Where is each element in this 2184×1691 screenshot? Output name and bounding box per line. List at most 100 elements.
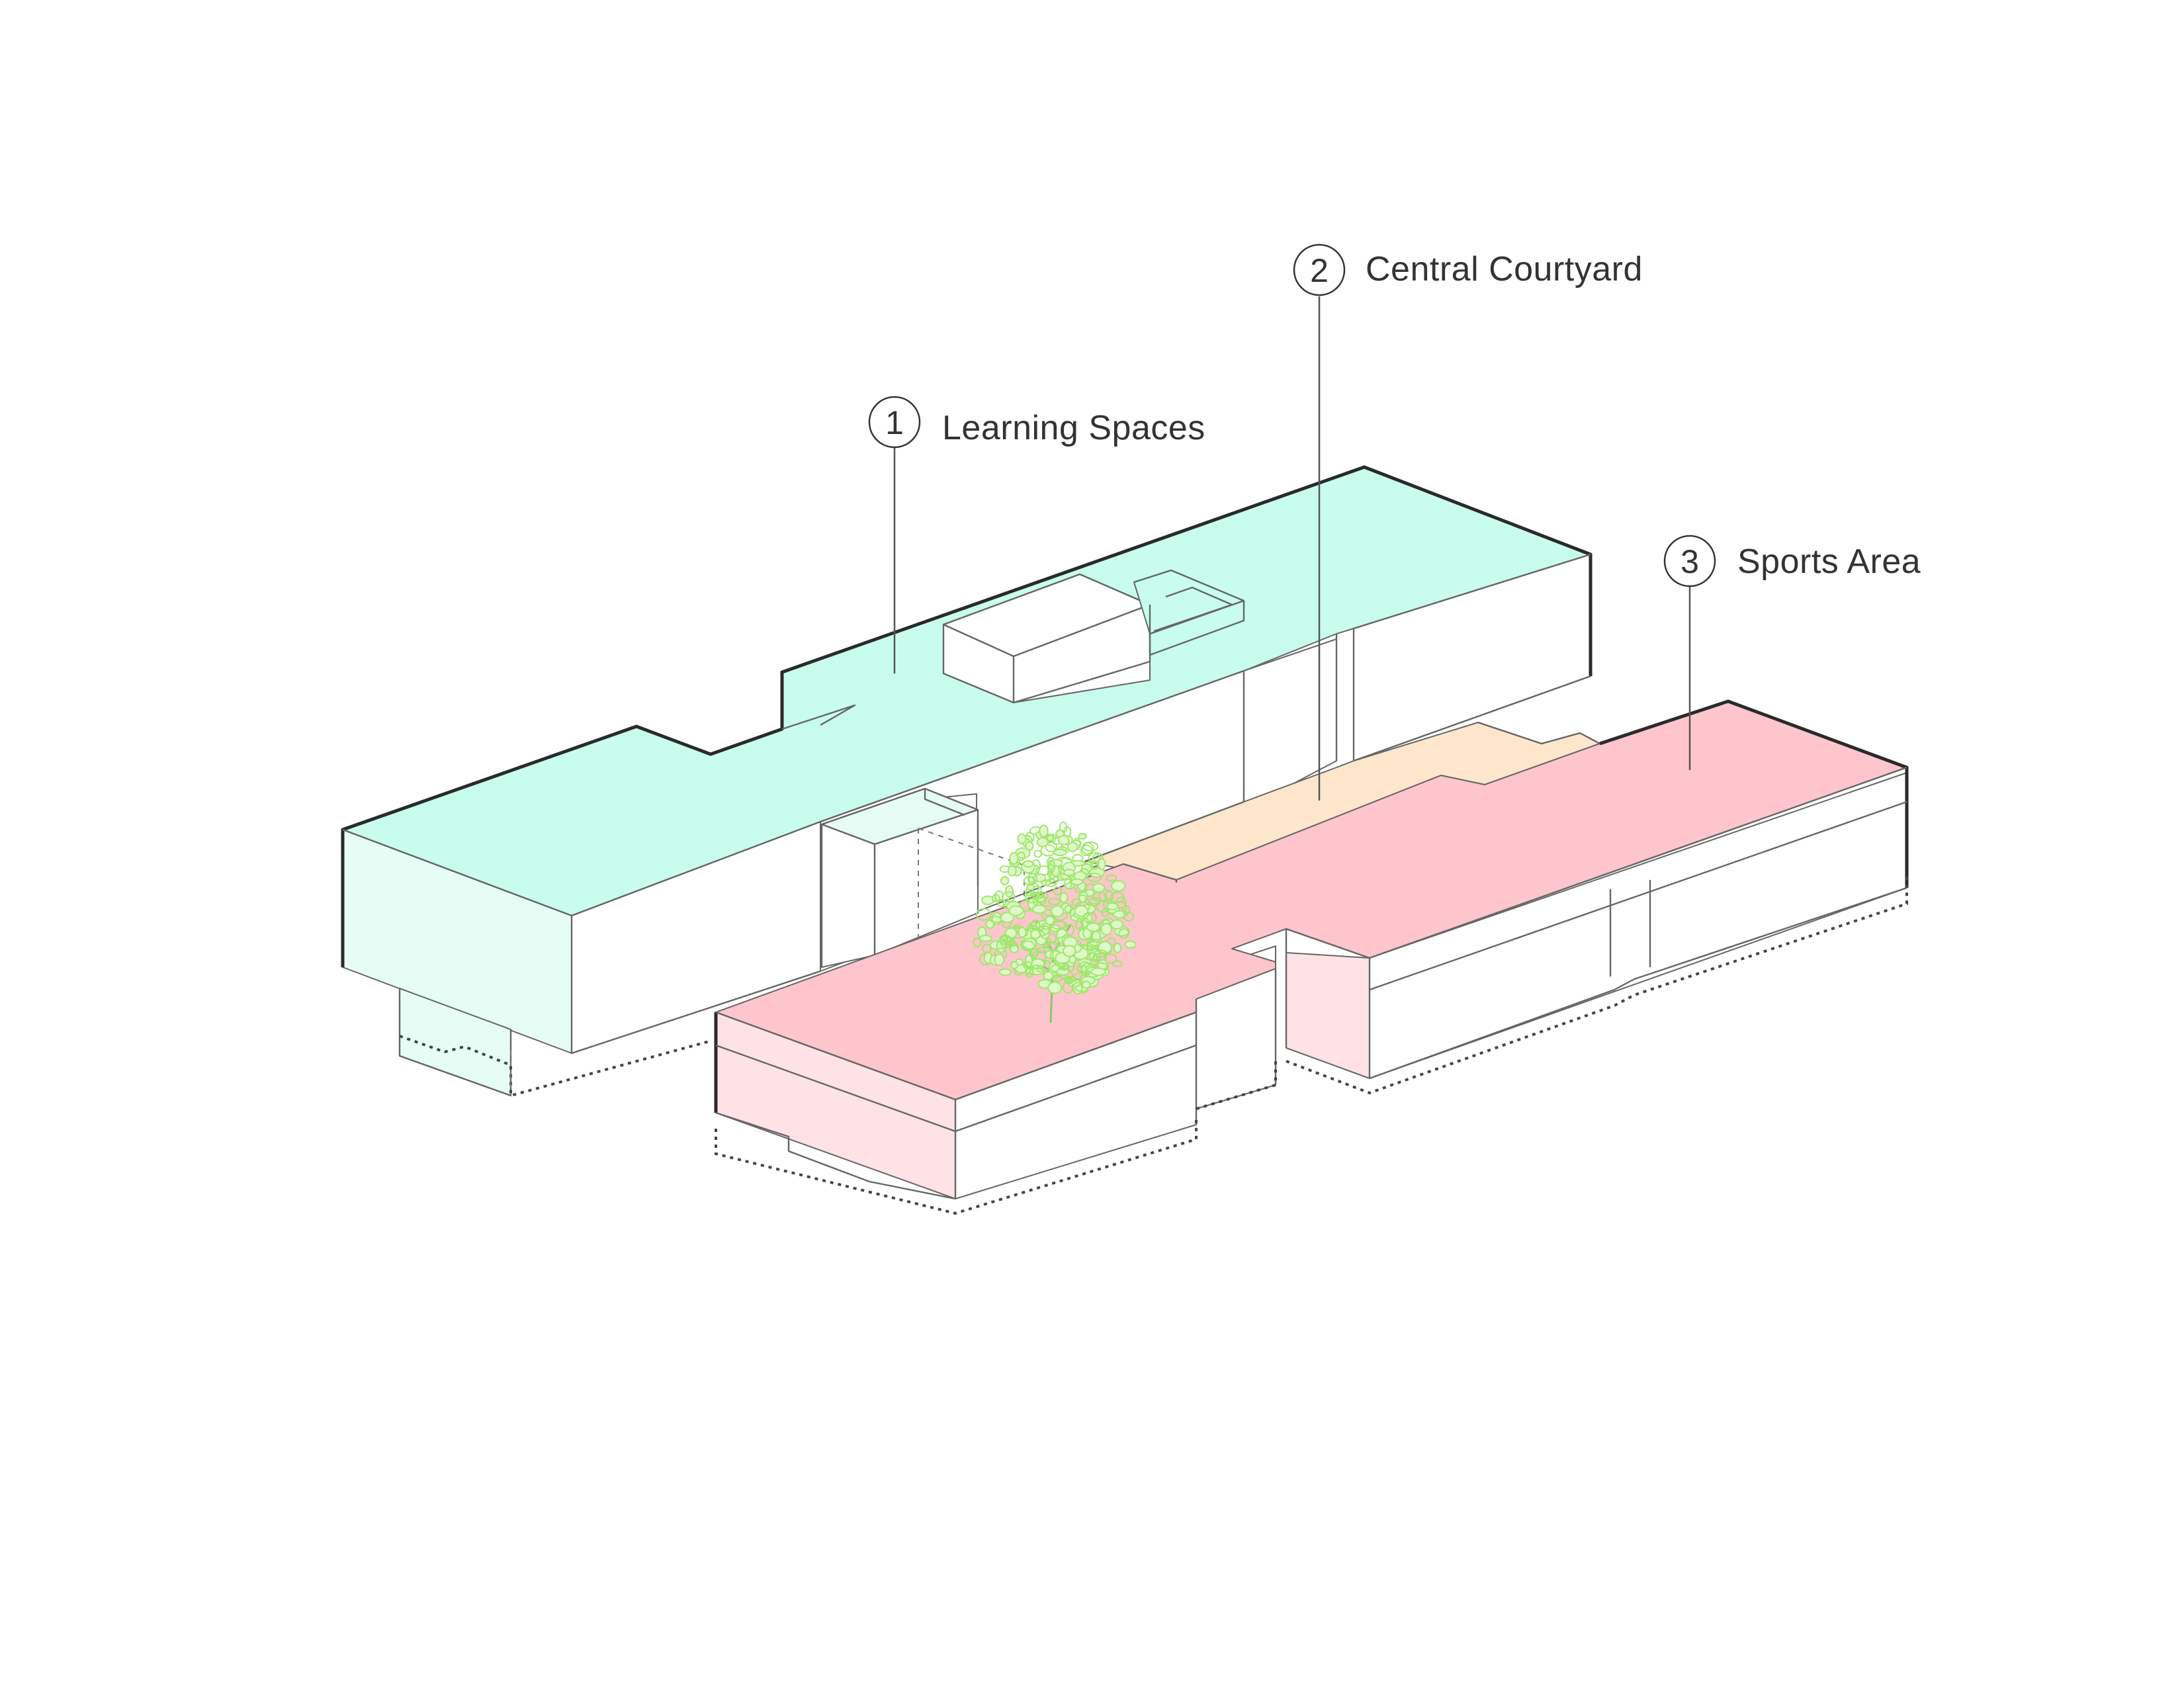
- tree-leaf: [1070, 878, 1084, 886]
- tree-leaf: [1004, 927, 1018, 939]
- tree-leaf: [994, 890, 1004, 902]
- tree-leaf: [1031, 920, 1041, 930]
- tree-leaf: [1050, 964, 1060, 973]
- callout-3-circle: [1663, 535, 1716, 587]
- tree-leaf: [1027, 873, 1038, 883]
- tree-leaf: [1118, 928, 1129, 939]
- tree-leaf: [1078, 832, 1087, 840]
- tree-leaf: [1078, 894, 1087, 903]
- tree-leaf: [1000, 939, 1012, 949]
- tree-leaf: [994, 953, 1005, 966]
- tree-leaf: [975, 908, 992, 921]
- tree-leaf: [1082, 980, 1091, 989]
- tree-leaf: [1063, 869, 1075, 877]
- tree-leaf: [991, 894, 1001, 902]
- tree-leaf: [1088, 852, 1104, 863]
- callout-3: 3 Sports Area: [1663, 535, 1921, 770]
- tree-leaf: [1082, 912, 1097, 924]
- tree-leaf: [1041, 925, 1050, 935]
- tree-leaf: [1063, 945, 1076, 957]
- sports-area-block: [714, 699, 1909, 1215]
- learning-spaces-block: [341, 465, 1593, 1098]
- tree-leaf: [998, 968, 1012, 976]
- tree-leaf: [981, 943, 992, 953]
- callout-1-label: Learning Spaces: [942, 409, 1205, 447]
- tree-leaf: [1110, 891, 1125, 904]
- tree-leaf: [1036, 837, 1049, 847]
- tree-leaf: [1123, 911, 1135, 922]
- sports-east-side-face: [1286, 952, 1370, 1079]
- callout-2-circle: [1293, 243, 1346, 296]
- tree-leaf: [1051, 975, 1063, 982]
- tree-leaf: [1098, 858, 1106, 871]
- callout-1-circle: [868, 396, 921, 449]
- tree-leaf: [1025, 841, 1034, 851]
- tree-leaf: [1113, 943, 1122, 953]
- tree-leaf: [1022, 860, 1034, 868]
- tree-leaf: [1106, 902, 1119, 910]
- tree-leaf: [1009, 851, 1019, 865]
- tree-leaf: [1057, 835, 1070, 845]
- tree-leaf: [1101, 908, 1110, 918]
- tree-leaf: [1017, 833, 1027, 844]
- tree-leaf: [1008, 905, 1024, 916]
- callout-1: 1 Learning Spaces: [868, 396, 1205, 673]
- tree-leaf: [1110, 919, 1124, 930]
- tree-leaf: [1001, 891, 1016, 903]
- tree-leaf: [1007, 865, 1017, 877]
- tree-leaf: [1106, 874, 1117, 882]
- tree-leaf: [1092, 853, 1101, 863]
- tree-leaf: [1074, 905, 1088, 917]
- link-tower: [820, 787, 1178, 1060]
- tree-leaf: [1036, 965, 1045, 973]
- tree-leaf: [1033, 849, 1042, 858]
- tree-leaf: [1010, 944, 1019, 953]
- callout-1-number: 1: [885, 404, 904, 441]
- tree-leaf: [998, 934, 1012, 945]
- tree-leaf: [1045, 916, 1055, 926]
- tree-leaf: [1094, 949, 1108, 958]
- tree-leaf: [1098, 889, 1114, 902]
- tree-leaf: [1045, 878, 1057, 887]
- tree-leaf: [979, 934, 992, 942]
- tree-leaf: [1053, 848, 1067, 857]
- tree-leaf: [1112, 960, 1123, 967]
- tree-leaf: [1086, 873, 1102, 883]
- tree-leaf: [1086, 922, 1101, 932]
- tree-leaf: [973, 937, 982, 948]
- sports-roof-outline: [1599, 699, 1909, 888]
- tree-leaf: [1026, 884, 1035, 891]
- tree-leaf: [1067, 842, 1078, 852]
- tree-leaf: [1043, 971, 1054, 981]
- callout-3-label: Sports Area: [1737, 542, 1921, 581]
- tree-leaf: [1047, 981, 1063, 994]
- tree-leaf: [1024, 892, 1039, 904]
- callout-3-number: 3: [1681, 543, 1699, 580]
- tree-leaf: [1092, 955, 1101, 963]
- tree-leaf: [1082, 841, 1099, 852]
- tree-leaf: [1063, 878, 1072, 890]
- tree-leaf: [1047, 834, 1057, 843]
- tree-leaf: [1023, 961, 1033, 970]
- tree-leaf: [1000, 912, 1015, 924]
- callout-2-label: Central Courtyard: [1366, 250, 1643, 288]
- tree-leaf: [1051, 905, 1065, 918]
- tree-leaf: [1121, 904, 1131, 915]
- tree-leaf: [1047, 860, 1056, 873]
- tree-leaf: [1063, 975, 1077, 983]
- tree-leaf: [1010, 961, 1018, 969]
- tree-leaf: [1090, 967, 1106, 976]
- tree-leaf: [1000, 876, 1010, 886]
- tree-leaf: [1047, 898, 1061, 906]
- link-tower-front: [821, 824, 875, 968]
- tree-leaf: [1032, 904, 1047, 914]
- callout-2-number: 2: [1310, 252, 1329, 289]
- tree-leaf: [1059, 892, 1069, 903]
- tree-icon: [973, 821, 1137, 1023]
- tree-leaf: [1124, 940, 1137, 949]
- callout-2: 2 Central Courtyard: [1293, 243, 1643, 801]
- tree-leaf: [1092, 883, 1106, 893]
- tree-leaf: [1088, 897, 1101, 905]
